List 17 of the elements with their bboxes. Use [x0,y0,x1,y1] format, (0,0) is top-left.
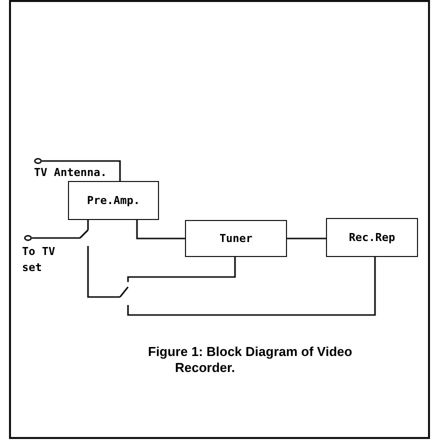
connector-line [32,237,80,239]
block-box [185,220,287,257]
block-label: Pre.Amp. [87,194,140,207]
block-box [68,181,159,220]
block-box [326,218,418,257]
connector-line [87,250,120,298]
connector-line [42,160,121,181]
terminal-label: To TV set [22,244,56,276]
connector-line [287,238,326,240]
block-label: Rec.Rep [348,231,396,244]
connector-line [136,220,185,240]
connector-line [127,257,236,279]
terminal-label: TV Antenna. [34,165,108,181]
block-label: Tuner [219,232,253,245]
figure-caption: Figure 1: Block Diagram of Video Recorder. [148,344,354,376]
connector-line [127,257,376,316]
connector-line [87,220,89,228]
